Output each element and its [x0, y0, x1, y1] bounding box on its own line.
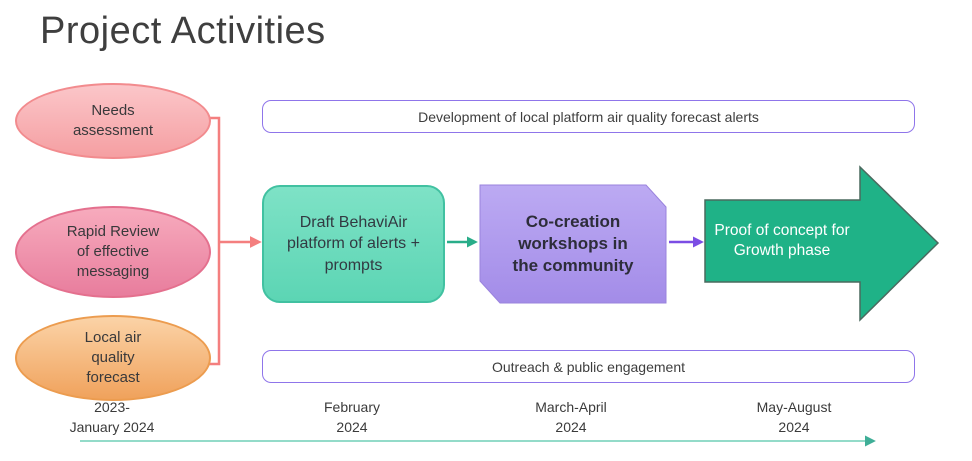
cocreation-shape — [479, 184, 667, 304]
draft-behaviair-box: Draft BehaviAir platform of alerts + pro… — [262, 185, 445, 303]
timeline-label-may-aug2024: May-August 2024 — [756, 399, 832, 436]
ellipse-local-air-quality: Local air quality forecast — [15, 315, 211, 401]
box-label: Co-creation workshops in the community — [512, 211, 634, 276]
top-banner-development: Development of local platform air qualit… — [262, 100, 915, 133]
proof-of-concept-label: Proof of concept for Growth phase — [706, 201, 858, 281]
growth-arrow-shape — [704, 165, 940, 322]
ellipse-label: Rapid Review of effective messaging — [66, 223, 160, 280]
ellipse-needs-assessment: Needs assessment — [15, 83, 211, 159]
box-label: Proof of concept for Growth phase — [714, 221, 850, 259]
box-label: Draft BehaviAir platform of alerts + pro… — [287, 213, 420, 274]
timeline-label-feb2024: February 2024 — [323, 399, 381, 436]
page-title: Project Activities — [40, 10, 326, 52]
cocreation-label: Co-creation workshops in the community — [480, 185, 666, 303]
timeline-label-mar-apr2024: March-April 2024 — [535, 399, 607, 436]
banner-label: Development of local platform air qualit… — [418, 108, 759, 125]
banner-label: Outreach & public engagement — [491, 358, 685, 375]
ellipse-rapid-review: Rapid Review of effective messaging — [15, 206, 211, 298]
ellipse-label: Local air quality forecast — [84, 329, 142, 386]
bottom-banner-outreach: Outreach & public engagement — [262, 350, 915, 383]
ellipse-label: Needs assessment — [72, 102, 154, 139]
timeline-label-2023-jan2024: 2023- January 2024 — [69, 399, 155, 436]
